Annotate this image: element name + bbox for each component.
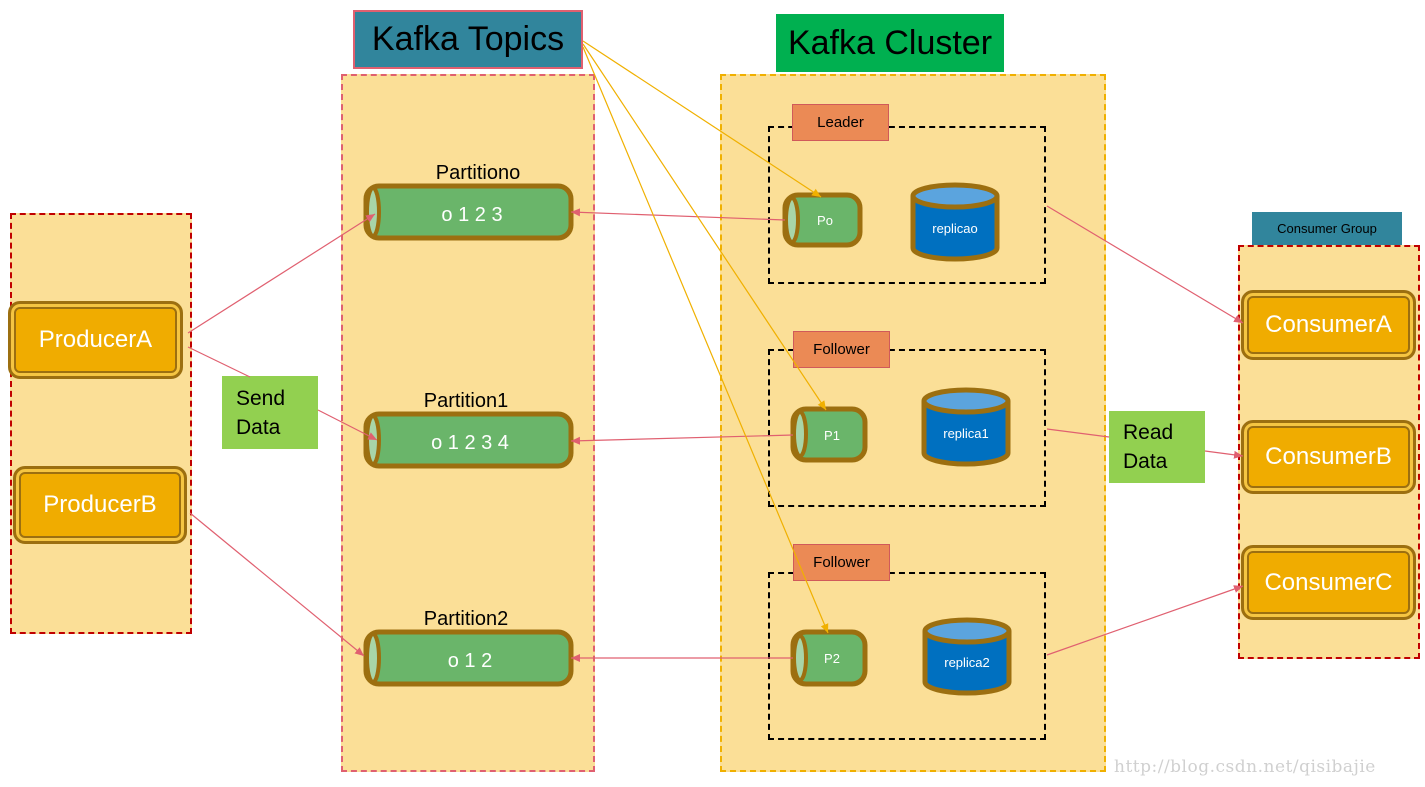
partition-1-cylinder: o 1 2 3 4 — [363, 411, 574, 469]
role-tag-leader: Leader — [792, 104, 889, 141]
arrow-po-to-partition-0 — [570, 208, 786, 221]
partition-0-cylinder: o 1 2 3 — [363, 183, 574, 241]
arrow-read-data-to-consumer-b — [1204, 450, 1244, 459]
broker-partition-p2-label: P2 — [824, 651, 840, 666]
kafka-topics-title: Kafka Topics — [353, 10, 583, 69]
role-tag-follower-1: Follower — [793, 331, 890, 368]
arrow-replica-0-to-consumer-a — [1046, 205, 1244, 324]
arrow-producer-b-to-partition-2 — [189, 512, 365, 657]
broker-partition-po: Po — [782, 192, 863, 248]
broker-box-follower-2 — [768, 572, 1046, 740]
replica-1-label: replica1 — [943, 426, 989, 441]
arrow-topics-to-p1 — [582, 43, 827, 411]
arrow-replica-1-to-read-data — [1046, 428, 1110, 438]
read-data-line-1: Read — [1123, 421, 1174, 444]
replica-2-label: replica2 — [944, 655, 990, 670]
consumer-group-title: Consumer Group — [1252, 212, 1402, 245]
broker-box-follower-1 — [768, 349, 1046, 507]
arrow-topics-to-p2 — [582, 46, 829, 634]
arrow-producer-a-to-send-data — [187, 346, 251, 378]
role-tag-follower-2: Follower — [793, 544, 890, 581]
arrow-producer-a-to-partition-0 — [187, 213, 376, 334]
arrow-topics-to-po — [582, 40, 822, 198]
send-data-line-1: Send — [236, 386, 286, 410]
send-data-note: Send Data — [222, 376, 318, 449]
send-data-line-2: Data — [236, 415, 281, 439]
partition-2-label: Partition2 — [423, 608, 509, 630]
replica-0-cylinder: replicao — [910, 182, 1000, 262]
partition-0-offsets: o 1 2 3 — [441, 204, 502, 226]
arrow-p1-to-partition-1 — [570, 434, 794, 445]
replica-0-label: replicao — [932, 221, 978, 236]
producer-b-node: ProducerB — [13, 466, 187, 544]
broker-partition-p1-label: P1 — [824, 428, 840, 443]
partition-2-offsets: o 1 2 — [448, 650, 492, 672]
producers-panel — [10, 213, 192, 634]
partition-0-label: Partitiono — [435, 162, 521, 184]
producer-a-node: ProducerA — [8, 301, 183, 379]
cluster-panel — [720, 74, 1106, 772]
consumer-a-node: ConsumerA — [1241, 290, 1416, 360]
broker-box-leader — [768, 126, 1046, 284]
arrow-send-data-to-partition-1 — [317, 409, 378, 441]
kafka-cluster-title: Kafka Cluster — [776, 14, 1004, 72]
consumer-c-node: ConsumerC — [1241, 545, 1416, 620]
replica-2-cylinder: replica2 — [922, 617, 1012, 696]
partition-1-label: Partition1 — [423, 390, 509, 412]
broker-partition-p1: P1 — [790, 406, 868, 463]
replica-1-cylinder: replica1 — [921, 387, 1011, 467]
read-data-line-2: Data — [1123, 450, 1168, 473]
partition-1-offsets: o 1 2 3 4 — [431, 432, 509, 454]
consumer-b-node: ConsumerB — [1241, 420, 1416, 494]
broker-partition-po-label: Po — [817, 213, 833, 228]
partition-2-cylinder: o 1 2 — [363, 629, 574, 687]
watermark-url: http://blog.csdn.net/qisibajie — [1114, 757, 1376, 777]
broker-partition-p2: P2 — [790, 629, 868, 687]
arrow-replica-2-to-consumer-c — [1046, 585, 1244, 656]
read-data-note: Read Data — [1109, 411, 1205, 483]
